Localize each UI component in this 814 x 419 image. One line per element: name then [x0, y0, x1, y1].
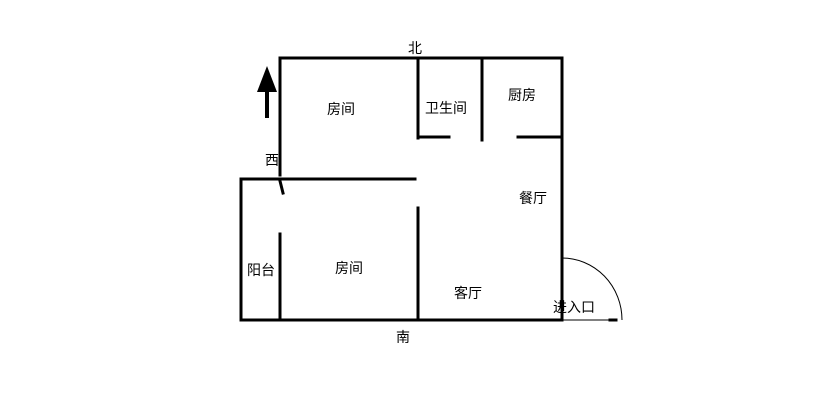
compass-west-label: 西 — [265, 153, 279, 169]
compass-south-label: 南 — [396, 330, 410, 346]
wall-balcony-door-stub — [278, 179, 285, 195]
entrance-door — [560, 256, 623, 322]
room-label-balcony: 阳台 — [247, 263, 275, 279]
room-label-dining: 餐厅 — [519, 191, 547, 207]
door-swing-arc — [561, 257, 623, 321]
compass-north-label: 北 — [408, 41, 422, 57]
room-label-bedroom-top: 房间 — [327, 102, 355, 118]
walls — [239, 56, 564, 322]
room-label-bathroom: 卫生间 — [425, 101, 467, 117]
room-label-living: 客厅 — [454, 285, 482, 302]
room-label-kitchen: 厨房 — [508, 88, 536, 104]
up-arrow-icon — [257, 66, 277, 118]
entrance-label: 进入口 — [553, 300, 595, 316]
room-label-bedroom-bottom: 房间 — [335, 261, 363, 277]
